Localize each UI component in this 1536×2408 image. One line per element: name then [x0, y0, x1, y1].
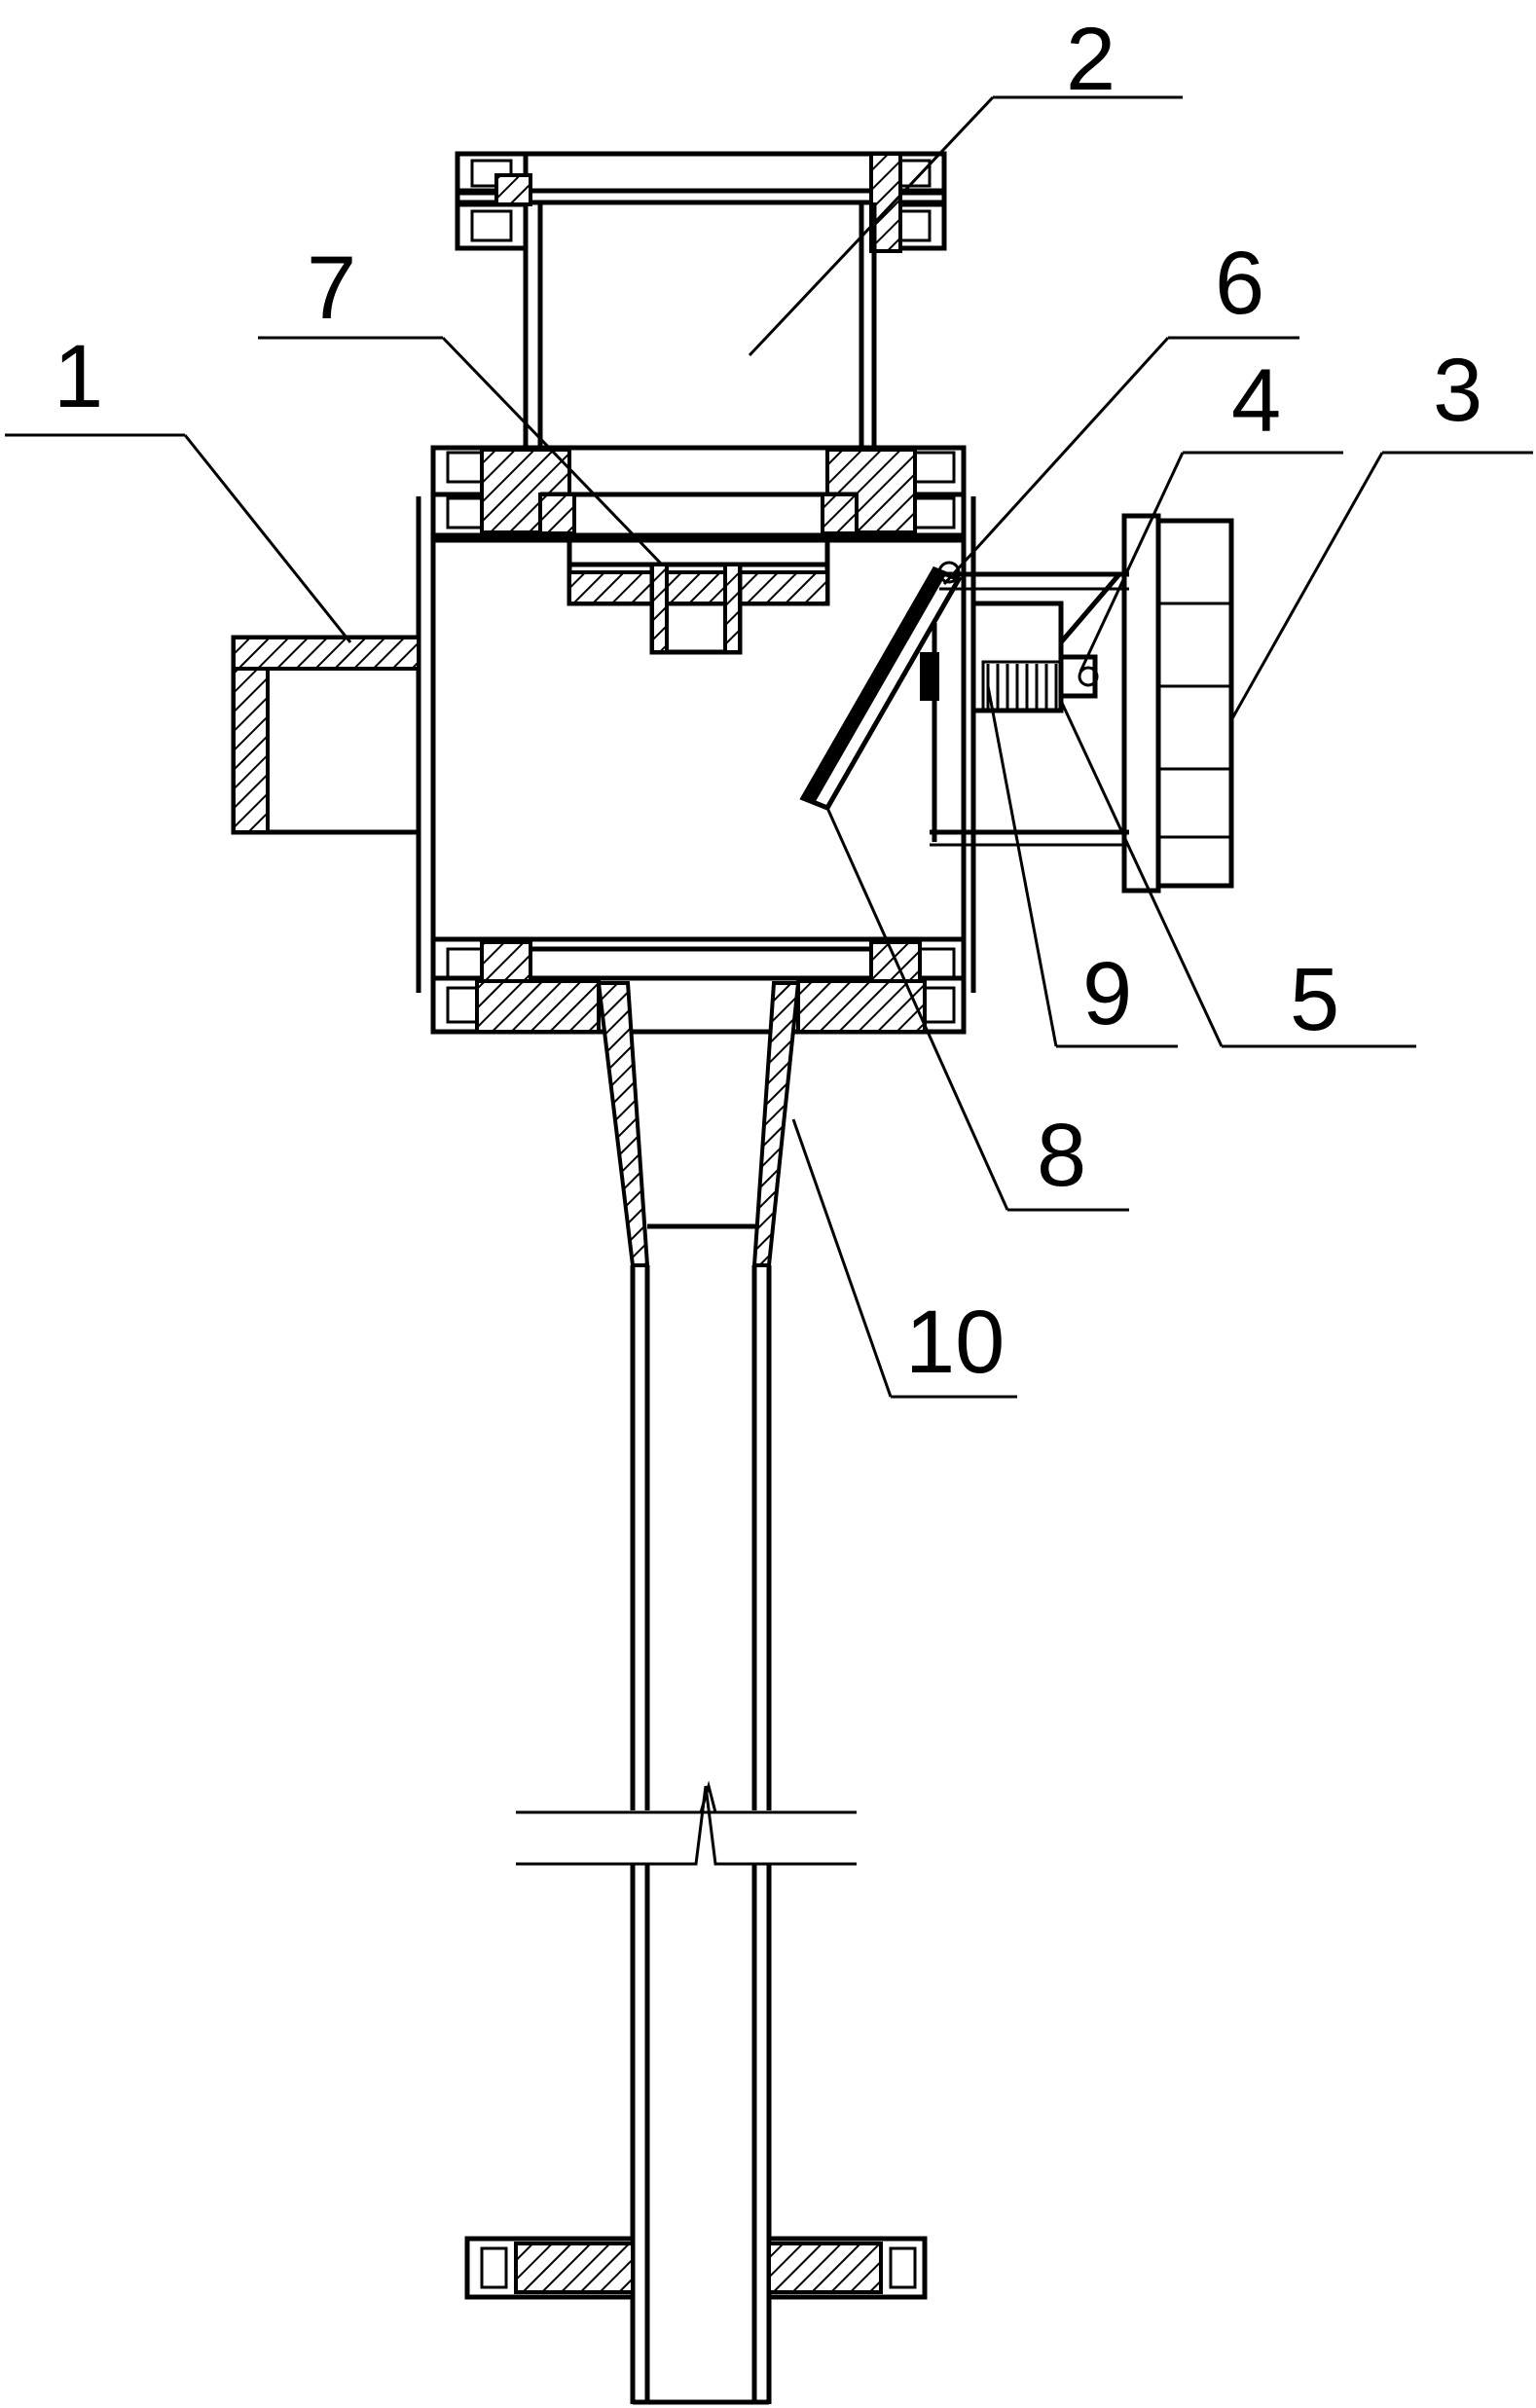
top-flange-assembly	[455, 151, 947, 253]
label-1: 1	[54, 327, 103, 426]
cone-tube	[596, 981, 801, 1267]
main-housing	[231, 445, 976, 1035]
upper-cylinder	[523, 202, 877, 457]
bottom-flange	[464, 2236, 928, 2300]
label-2: 2	[1066, 10, 1115, 109]
leader-lines	[5, 95, 1533, 1399]
inner-sleeve	[538, 492, 859, 655]
spring-coils	[986, 664, 1058, 709]
part-labels: 1 2 3 4 5 6 7 8 9 10	[54, 10, 1482, 1392]
valve-mechanism	[799, 513, 1234, 934]
label-6: 6	[1215, 234, 1264, 333]
label-9: 9	[1082, 944, 1132, 1043]
label-7: 7	[307, 238, 356, 338]
label-3: 3	[1433, 341, 1482, 440]
label-10: 10	[905, 1293, 1005, 1392]
shaft-pipe	[516, 1265, 857, 2405]
label-4: 4	[1231, 351, 1281, 451]
label-5: 5	[1290, 950, 1339, 1049]
label-8: 8	[1037, 1106, 1086, 1205]
